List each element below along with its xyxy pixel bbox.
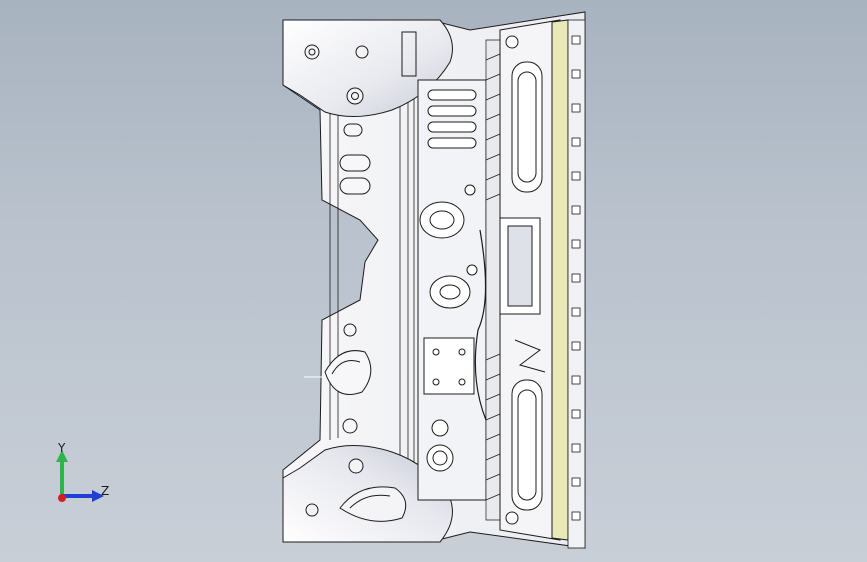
y-axis-label: Y: [58, 441, 66, 455]
z-axis-head: [92, 490, 104, 502]
axis-triad: [56, 450, 104, 502]
x-axis-dot: [58, 494, 66, 502]
bottom-dome: [282, 444, 453, 543]
top-dome: [282, 19, 453, 118]
z-axis-label: Z: [101, 484, 110, 498]
right-flange-teeth: [567, 19, 586, 549]
rib-hatching: [474, 39, 501, 521]
left-slots: [324, 123, 372, 434]
central-panel: [417, 79, 487, 501]
right-panel: [499, 19, 569, 541]
y-axis-head: [56, 450, 68, 462]
